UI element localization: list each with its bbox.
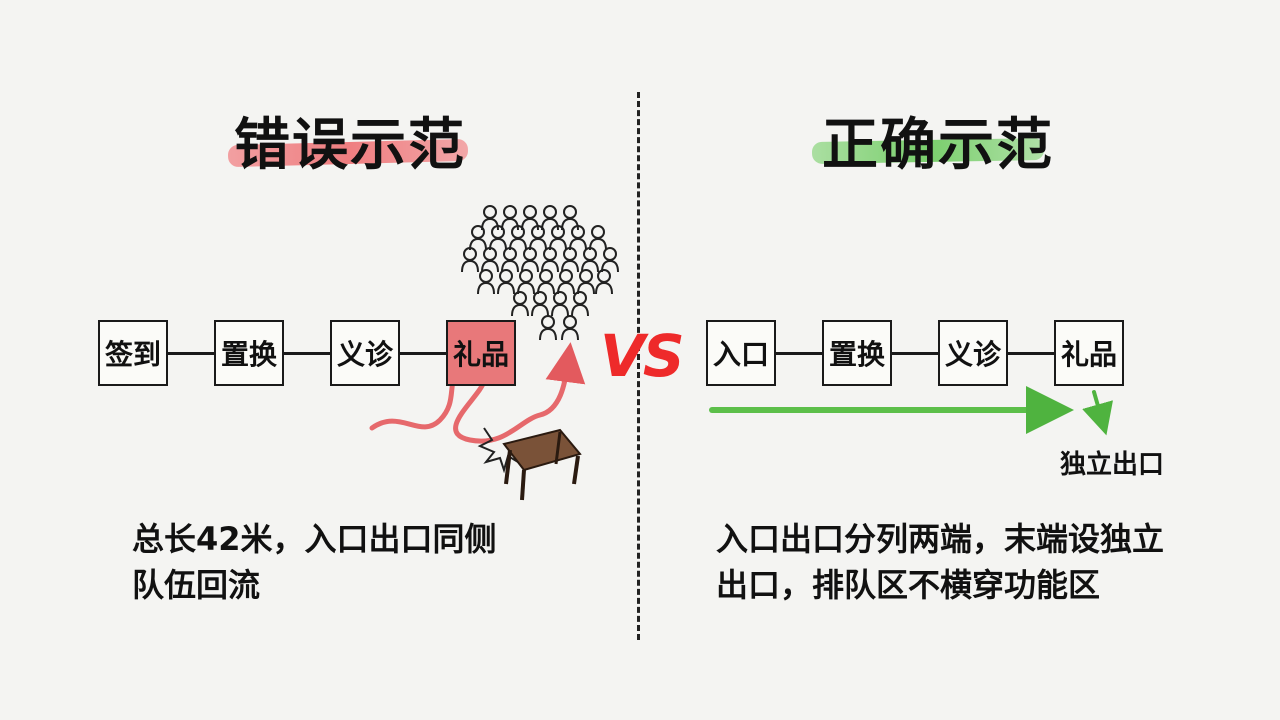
crowd-person-head	[519, 269, 533, 283]
crowd-person-body	[569, 237, 587, 251]
center-divider	[637, 92, 640, 640]
crowd-person-head	[591, 225, 605, 239]
crowd-person-body	[461, 259, 479, 273]
crowd-person-head	[513, 291, 527, 305]
right-caption-line-2: 出口，排队区不横穿功能区	[716, 566, 1101, 604]
crowd-person-head	[539, 269, 553, 283]
crowd-person-body	[601, 259, 619, 273]
right-caption-line-1: 入口出口分列两端，末端设独立	[716, 520, 1165, 558]
crowd-person-head	[563, 315, 577, 329]
crowd-person-body	[517, 281, 535, 295]
crowd-person-body	[541, 217, 559, 231]
crowd-person-head	[597, 269, 611, 283]
crowd-person-body	[551, 303, 569, 317]
crowd-person-body	[501, 259, 519, 273]
vs-label: VS	[600, 322, 685, 390]
wrong-title: 错误示范	[234, 113, 466, 178]
crowd-person-body	[537, 281, 555, 295]
crowd-person-head	[533, 291, 547, 305]
crowd-person-body	[497, 281, 515, 295]
wrong-connector-3	[400, 352, 446, 355]
crowd-person-body	[511, 303, 529, 317]
wrong-step-2: 置换	[214, 320, 284, 386]
crowd-person-body	[529, 237, 547, 251]
wrong-step-4: 礼品	[446, 320, 516, 386]
crowd-person-body	[561, 327, 579, 341]
right-step-3: 义诊	[938, 320, 1008, 386]
crowd-person-body	[539, 327, 557, 341]
crowd-person-head	[603, 247, 617, 261]
crowd-person-head	[499, 269, 513, 283]
wrong-step-1: 签到	[98, 320, 168, 386]
right-step-2: 置换	[822, 320, 892, 386]
crowd-person-head	[553, 291, 567, 305]
right-connector-2	[892, 352, 938, 355]
crowd-person-body	[549, 237, 567, 251]
right-connector-3	[1008, 352, 1054, 355]
crowd-person-body	[509, 237, 527, 251]
crowd-person-body	[521, 259, 539, 273]
crowd-person-head	[479, 269, 493, 283]
return-flow-arrow	[369, 342, 586, 444]
crowd-person-body	[521, 217, 539, 231]
collision-icon	[477, 427, 519, 474]
crowd-person-head	[559, 269, 573, 283]
crowd-person-head	[543, 205, 557, 219]
crowd-person-body	[501, 217, 519, 231]
crowd-person-body	[581, 259, 599, 273]
crowd-person-body	[481, 259, 499, 273]
crowd-person-body	[589, 237, 607, 251]
right-connector-1	[776, 352, 822, 355]
crowd-person-body	[557, 281, 575, 295]
wrong-caption-line-2: 队伍回流	[132, 566, 261, 604]
wrong-caption: 总长42米，入口出口同侧 队伍回流	[132, 516, 552, 608]
right-caption: 入口出口分列两端，末端设独立 出口，排队区不横穿功能区	[716, 516, 1186, 608]
wrong-caption-line-1: 总长42米，入口出口同侧	[132, 520, 497, 558]
crowd-person-body	[469, 237, 487, 251]
crowd-person-head	[483, 205, 497, 219]
crowd-person-body	[481, 217, 499, 231]
crowd-person-head	[523, 205, 537, 219]
crowd-person-body	[541, 259, 559, 273]
right-step-4: 礼品	[1054, 320, 1124, 386]
crowd-person-head	[541, 315, 555, 329]
crowd-person-body	[531, 303, 549, 317]
wrong-step-3: 义诊	[330, 320, 400, 386]
right-title: 正确示范	[822, 113, 1054, 178]
crowd-person-body	[561, 217, 579, 231]
crowd-icon	[461, 205, 619, 341]
crowd-person-body	[489, 237, 507, 251]
crowd-person-body	[571, 303, 589, 317]
wrong-connector-1	[168, 352, 214, 355]
crowd-person-body	[477, 281, 495, 295]
table-icon	[502, 428, 582, 501]
crowd-person-head	[579, 269, 593, 283]
crowd-person-head	[503, 205, 517, 219]
right-step-1: 入口	[706, 320, 776, 386]
crowd-person-head	[563, 205, 577, 219]
crowd-person-body	[577, 281, 595, 295]
crowd-person-body	[595, 281, 613, 295]
wrong-connector-2	[284, 352, 330, 355]
crowd-person-head	[573, 291, 587, 305]
crowd-person-body	[561, 259, 579, 273]
exit-label: 独立出口	[1060, 450, 1165, 480]
exit-arrow	[1082, 390, 1113, 436]
crowd-person-head	[471, 225, 485, 239]
